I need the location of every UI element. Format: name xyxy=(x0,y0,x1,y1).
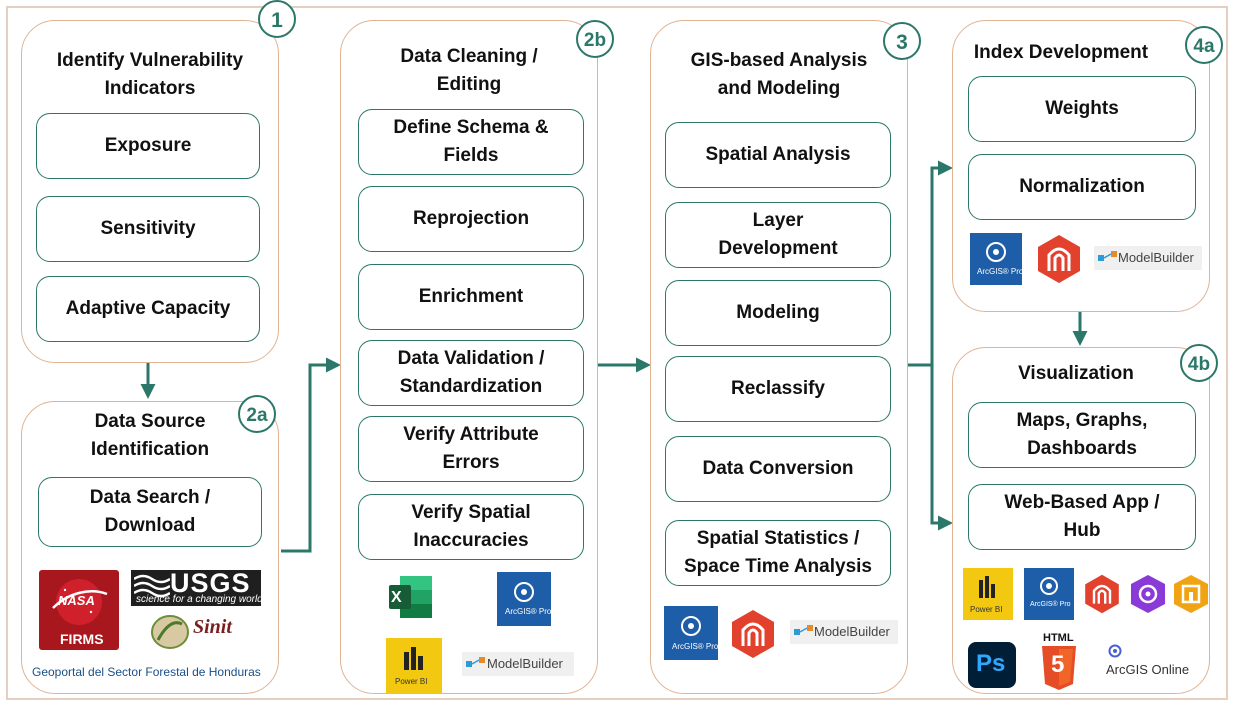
stage-badge-4b: 4b xyxy=(1180,344,1218,382)
html5-label: HTML xyxy=(1043,632,1074,644)
usgs-wave-icon xyxy=(134,574,170,598)
step-reprojection: Reprojection xyxy=(358,186,584,252)
step-sensitivity: Sensitivity xyxy=(36,196,260,262)
power-bi-icon xyxy=(963,568,1013,620)
modelbuilder-label: ModelBuilder xyxy=(487,656,563,671)
step-define-schema: Define Schema & Fields xyxy=(358,109,584,175)
stage-badge-2a: 2a xyxy=(238,395,276,433)
step-normalization: Normalization xyxy=(968,154,1196,220)
arcgis-red-tool-icon xyxy=(1082,572,1122,616)
step-adaptive-capacity: Adaptive Capacity xyxy=(36,276,260,342)
step-data-validation: Data Validation / Standardization xyxy=(358,340,584,406)
photoshop-icon xyxy=(968,642,1016,688)
diagram-frame xyxy=(6,6,1228,700)
firms-text: FIRMS xyxy=(60,631,104,647)
step-reclassify: Reclassify xyxy=(665,356,891,422)
sinit-leaf-icon xyxy=(151,615,189,649)
html5-number: 5 xyxy=(1051,651,1065,678)
usgs-logo xyxy=(131,570,261,606)
step-verify-attribute: Verify Attribute Errors xyxy=(358,416,584,482)
sinit-text: Sinit xyxy=(193,616,232,638)
arcgis-red-tool-icon xyxy=(728,608,778,660)
arcgis-pro-icon xyxy=(1024,568,1074,620)
stage-badge-4a: 4a xyxy=(1185,26,1223,64)
stage-title: Data Source Identification xyxy=(90,411,210,460)
arcgis-pro-label: ArcGIS® Pro xyxy=(1030,601,1071,608)
arcgis-pro-label: ArcGIS® Pro xyxy=(672,642,719,651)
modelbuilder-label: ModelBuilder xyxy=(1118,250,1194,265)
stage-title: Identify Vulnerability Indicators xyxy=(56,50,244,99)
step-maps-graphs: Maps, Graphs, Dashboards xyxy=(968,402,1196,468)
geoportal-caption: Geoportal del Sector Forestal de Hondura… xyxy=(32,665,261,679)
nasa-text: NASA xyxy=(58,593,95,608)
modelbuilder-icon xyxy=(1094,246,1202,270)
step-layer-development: Layer Development xyxy=(665,202,891,268)
step-verify-spatial: Verify Spatial Inaccuracies xyxy=(358,494,584,560)
excel-icon xyxy=(386,572,436,622)
experience-builder-icon xyxy=(1128,574,1168,614)
arcgis-online-label: ArcGIS Online xyxy=(1106,662,1190,677)
stage-title: Data Cleaning / Editing xyxy=(400,46,538,95)
step-weights: Weights xyxy=(968,76,1196,142)
arcgis-pro-icon xyxy=(664,606,718,660)
dashboards-icon xyxy=(1172,574,1210,614)
arcgis-pro-icon xyxy=(497,572,551,626)
excel-letter: X xyxy=(391,589,402,606)
photoshop-letters: Ps xyxy=(976,650,1006,677)
step-enrichment: Enrichment xyxy=(358,264,584,330)
step-spatial-statistics: Spatial Statistics / Space Time Analysis xyxy=(665,520,891,586)
stage-badge-3: 3 xyxy=(883,22,921,60)
stage-badge-1: 1 xyxy=(258,0,296,38)
arcgis-pro-label: ArcGIS® Pro xyxy=(977,267,1024,276)
usgs-tagline: science for a changing world xyxy=(136,594,263,605)
stage-title: Visualization xyxy=(1018,363,1134,384)
nasa-firms-logo xyxy=(39,570,119,650)
stage-badge-2b: 2b xyxy=(576,20,614,58)
arcgis-online-icon xyxy=(1108,644,1122,658)
step-spatial-analysis: Spatial Analysis xyxy=(665,122,891,188)
modelbuilder-icon xyxy=(462,652,574,676)
stage-title: GIS-based Analysis and Modeling xyxy=(690,50,868,99)
step-data-conversion: Data Conversion xyxy=(665,436,891,502)
arcgis-pro-icon xyxy=(970,233,1022,285)
modelbuilder-icon xyxy=(790,620,898,644)
step-exposure: Exposure xyxy=(36,113,260,179)
nasa-meatball-icon xyxy=(52,579,108,625)
step-modeling: Modeling xyxy=(665,280,891,346)
arcgis-pro-label: ArcGIS® Pro xyxy=(505,607,552,616)
stage-title: Index Development xyxy=(973,42,1149,63)
power-bi-label: Power BI xyxy=(395,677,428,686)
step-web-app: Web-Based App / Hub xyxy=(968,484,1196,550)
power-bi-icon xyxy=(386,638,442,694)
usgs-text: USGS xyxy=(170,568,251,598)
html5-icon xyxy=(1040,646,1078,690)
modelbuilder-label: ModelBuilder xyxy=(814,624,890,639)
sinit-logo xyxy=(148,612,244,652)
step-data-search: Data Search / Download xyxy=(38,477,262,547)
arcgis-red-tool-icon xyxy=(1034,233,1084,285)
power-bi-label: Power BI xyxy=(970,605,1003,614)
